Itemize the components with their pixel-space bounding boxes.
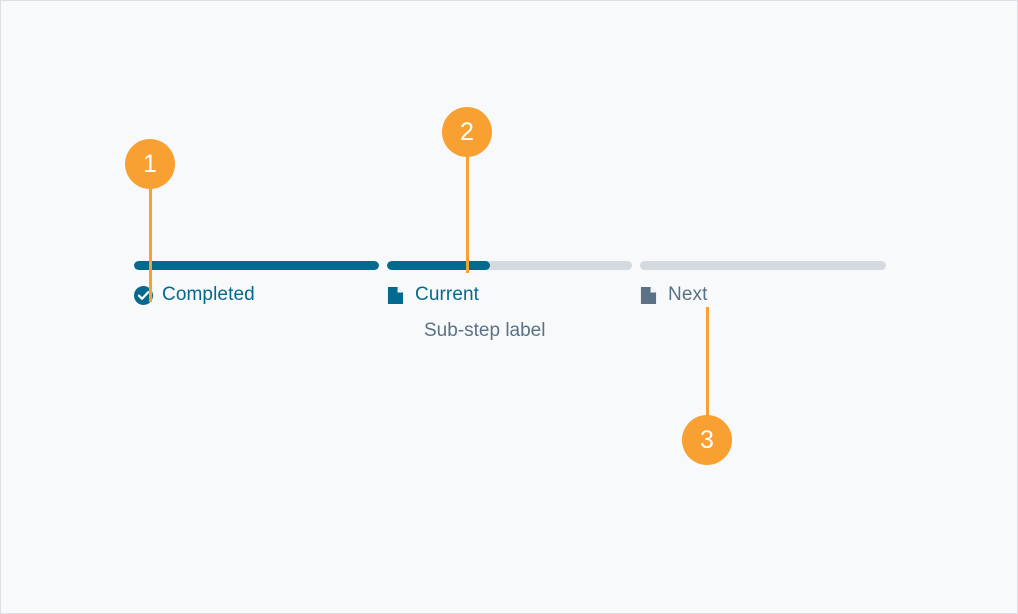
step-2-label: Current <box>415 284 480 305</box>
check-circle-icon <box>134 285 153 305</box>
step-3-body: Next <box>640 284 886 306</box>
document-icon <box>387 286 406 305</box>
step-1-progress-fill <box>134 261 379 270</box>
stepper-step-next[interactable]: Next <box>640 261 886 306</box>
step-3-label: Next <box>668 284 708 305</box>
progress-stepper: Completed Current Sub-step label <box>134 261 886 361</box>
step-2-body: Current <box>387 284 632 306</box>
annotation-1-badge: 1 <box>125 139 175 189</box>
step-2-progress-bar <box>387 261 632 270</box>
annotation-3-leader-line <box>706 307 709 423</box>
step-1-progress-bar <box>134 261 379 270</box>
annotation-2-badge: 2 <box>442 107 492 157</box>
stepper-step-current[interactable]: Current Sub-step label <box>387 261 632 342</box>
step-3-progress-bar <box>640 261 886 270</box>
annotation-3-badge: 3 <box>682 415 732 465</box>
step-1-label: Completed <box>162 284 255 305</box>
step-2-sub-label: Sub-step label <box>424 320 546 341</box>
stepper-step-completed[interactable]: Completed <box>134 261 379 306</box>
step-2-progress-fill <box>387 261 490 270</box>
annotation-1-leader-line <box>149 187 152 302</box>
annotation-2-leader-line <box>466 156 469 273</box>
step-1-body: Completed <box>134 284 379 306</box>
document-icon <box>640 286 659 305</box>
